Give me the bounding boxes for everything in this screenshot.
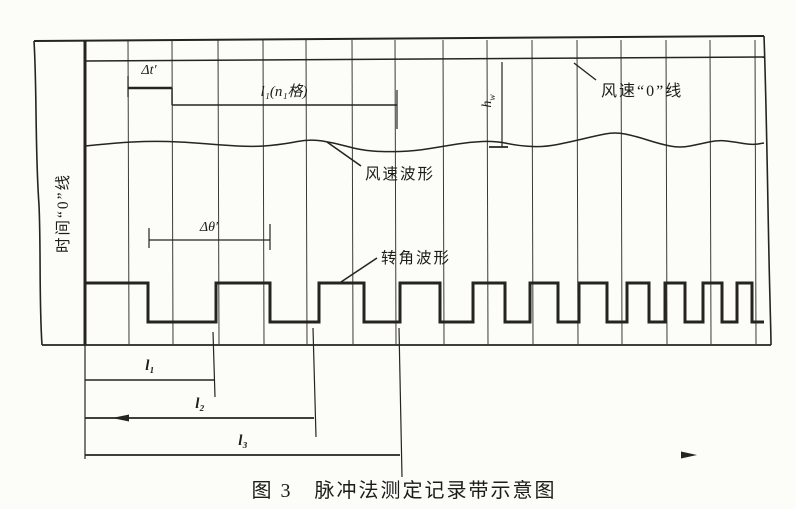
- tape-top-edge: [33, 35, 765, 42]
- angle-waveform-label: 转角波形: [381, 249, 451, 267]
- wind-waveform: [84, 132, 765, 153]
- tape-right-torn-edge: [763, 35, 772, 346]
- l1-label: l₁: [145, 358, 154, 374]
- delta-theta-dimension: Δθ′: [148, 220, 271, 250]
- wind-waveform-label: 风速波形: [365, 165, 435, 183]
- tape-left-torn-edge: [33, 40, 43, 346]
- figure-caption: 图 3 脉冲法测定记录带示意图: [252, 479, 557, 502]
- l3-extension: [398, 327, 403, 478]
- grid-line: [709, 39, 712, 345]
- hw-dimension: hw: [480, 62, 508, 148]
- l1-grid-label: l₁(n₁格): [260, 83, 307, 100]
- grid-line: [486, 39, 489, 345]
- angle-waveform: [85, 281, 764, 324]
- l2-label: l₂: [195, 396, 204, 412]
- hw-label: hw: [480, 94, 498, 108]
- l2-arrowhead: [112, 414, 129, 422]
- grid-line: [394, 39, 397, 345]
- grid-line: [665, 39, 668, 345]
- grid-line: [305, 39, 308, 345]
- l3-arrowhead: [681, 451, 697, 459]
- grid-line: [171, 39, 174, 345]
- l3-label: l₃: [238, 433, 247, 449]
- bottom-dimensions: l₁ l₂ l₃: [85, 327, 697, 478]
- l1-extension: [212, 331, 216, 398]
- grid-line: [351, 39, 354, 345]
- wind-waveform-group: 风速波形: [84, 132, 765, 183]
- grid-line: [620, 39, 623, 345]
- wind-zero-line: [84, 56, 765, 62]
- grid-line: [442, 39, 445, 345]
- grid-line: [754, 39, 757, 345]
- l2-extension: [312, 327, 317, 438]
- angle-waveform-group: 转角波形: [85, 249, 764, 324]
- tape-outline: [33, 35, 772, 346]
- grid-line: [531, 39, 534, 345]
- wind-zero-line-group: 风速“0”线: [84, 56, 765, 100]
- top-dimensions: Δt′ l₁(n₁格): [127, 63, 398, 129]
- delta-theta-label: Δθ′: [199, 220, 219, 235]
- angle-waveform-leader: [337, 257, 378, 285]
- grid-line: [217, 39, 220, 345]
- time-zero-label: 时间“0”线: [54, 173, 72, 253]
- wind-waveform-leader: [326, 141, 362, 167]
- time-zero-line-group: 时间“0”线: [54, 40, 87, 459]
- delta-t-label: Δt′: [140, 63, 157, 78]
- wind-zero-leader: [573, 62, 597, 81]
- grid-line: [262, 39, 265, 345]
- wind-zero-label: 风速“0”线: [601, 82, 683, 100]
